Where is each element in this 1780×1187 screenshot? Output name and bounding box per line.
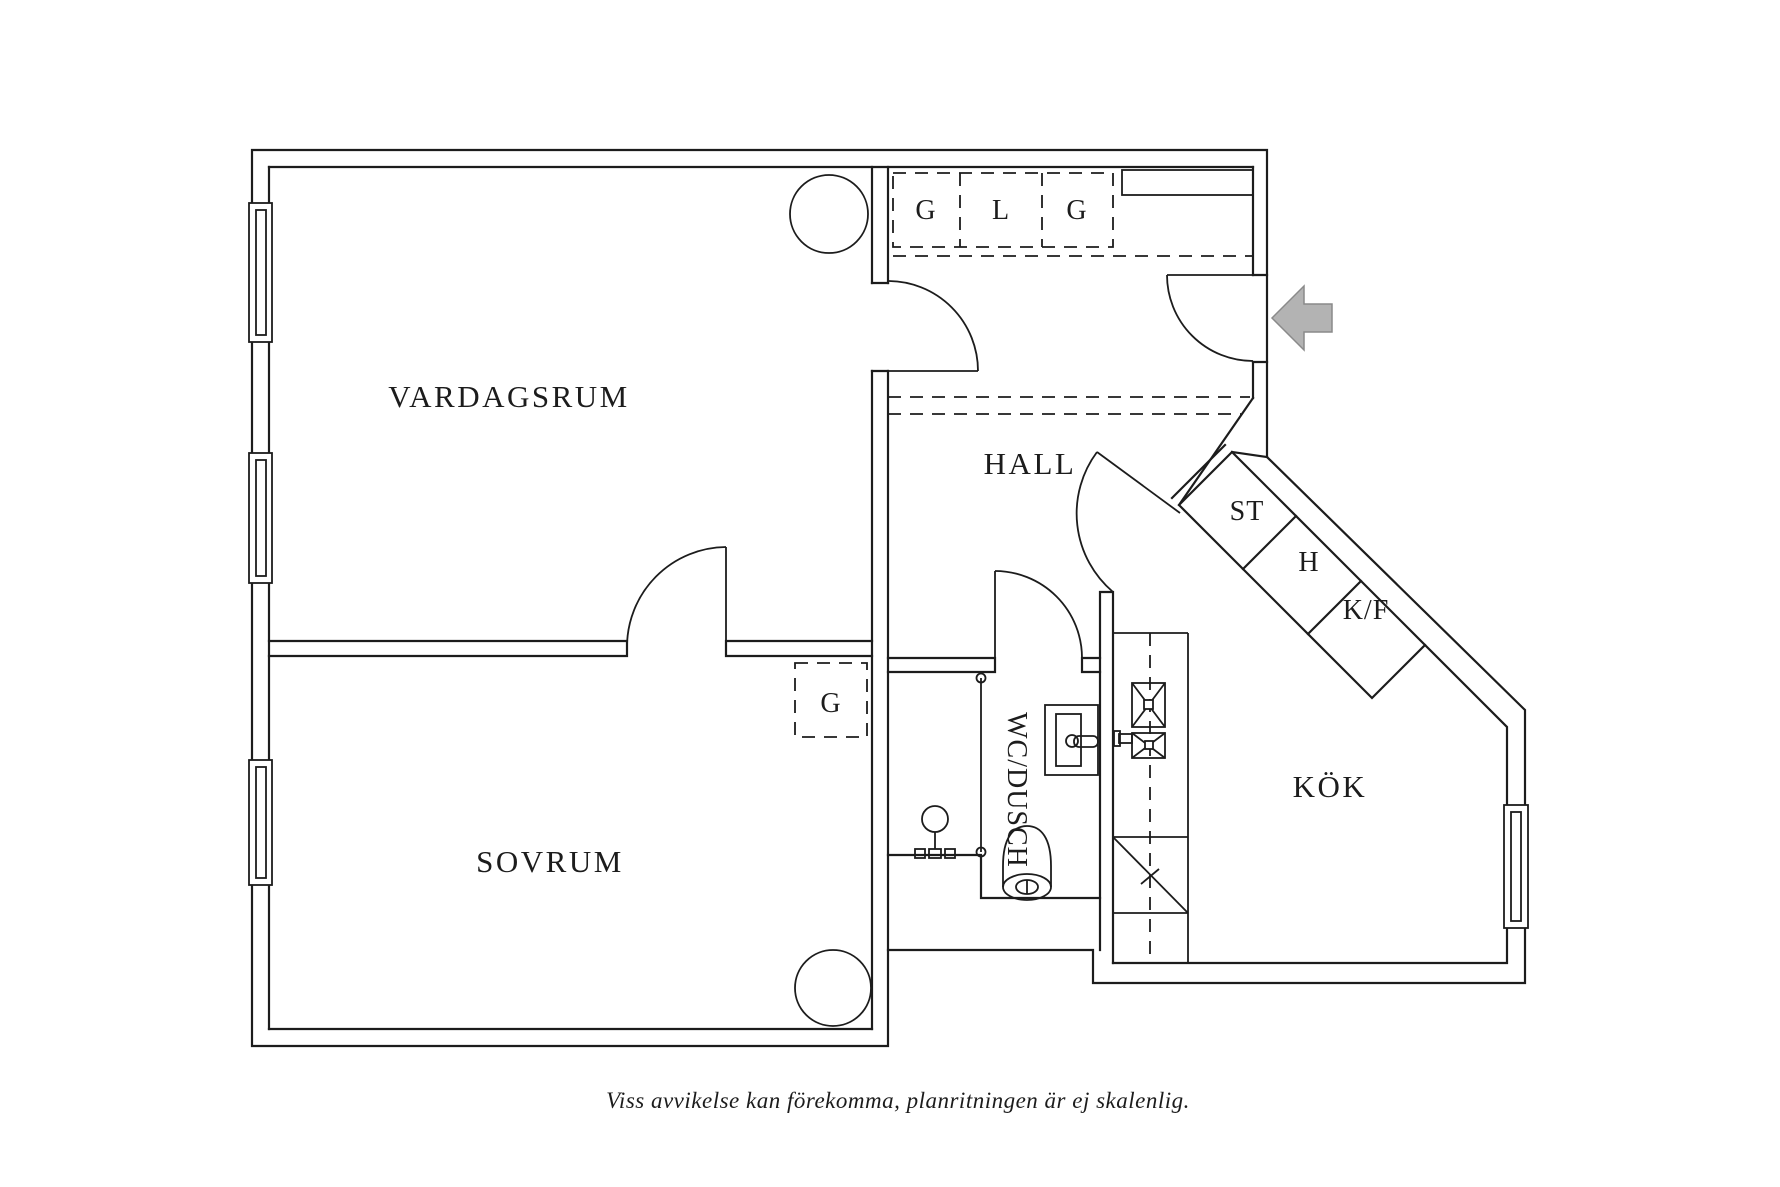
entrance-shelf — [1121, 169, 1254, 196]
closet-st-door — [1170, 443, 1227, 500]
closet-label-kf: K/F — [1343, 595, 1390, 626]
window-kitchen — [1503, 804, 1529, 929]
window-living-2 — [248, 452, 273, 584]
living-corner-column — [789, 174, 869, 254]
closet-label-g2: G — [1066, 195, 1087, 226]
closet-label-h: H — [1298, 547, 1319, 578]
room-label-bedroom: SOVRUM — [476, 844, 624, 879]
room-label-kitchen: KÖK — [1293, 769, 1368, 804]
door-living-hall — [887, 280, 979, 372]
hall-closet-row — [892, 172, 1253, 257]
closet-label-l: L — [992, 195, 1010, 226]
room-label-living: VARDAGSRUM — [388, 379, 630, 414]
shower-screen — [975, 672, 987, 858]
bedroom-closet-g — [794, 662, 868, 738]
entrance-arrow-icon — [1270, 284, 1333, 352]
interior-walls — [267, 165, 1269, 1031]
kitchen-counter — [1112, 632, 1189, 963]
kitchen-faucet — [1118, 733, 1133, 744]
shower — [914, 805, 956, 859]
window-bedroom — [248, 759, 273, 886]
closet-strip — [1170, 443, 1427, 700]
door-wc — [994, 570, 1083, 659]
wc-basin — [1044, 704, 1099, 776]
room-label-bathroom: WC/DUSCH — [1001, 712, 1032, 868]
closet-label-bedroom-g: G — [820, 688, 841, 719]
kitchen-dishwasher — [1112, 836, 1189, 914]
closet-label-st: ST — [1230, 496, 1265, 527]
door-living-bedroom — [626, 546, 727, 648]
caption: Viss avvikelse kan förekomma, planritnin… — [606, 1088, 1190, 1113]
window-living-1 — [248, 202, 273, 343]
door-kitchen — [1075, 451, 1181, 593]
bedroom-corner-column — [794, 949, 872, 1027]
hall-ceiling-dashes — [888, 396, 1250, 415]
closet-label-g1: G — [915, 195, 936, 226]
room-label-hall: HALL — [984, 446, 1077, 481]
kitchen-stove — [1113, 730, 1166, 759]
kitchen-sink — [1131, 682, 1166, 728]
door-entrance — [1166, 273, 1269, 364]
wc-toilet — [1002, 825, 1052, 901]
